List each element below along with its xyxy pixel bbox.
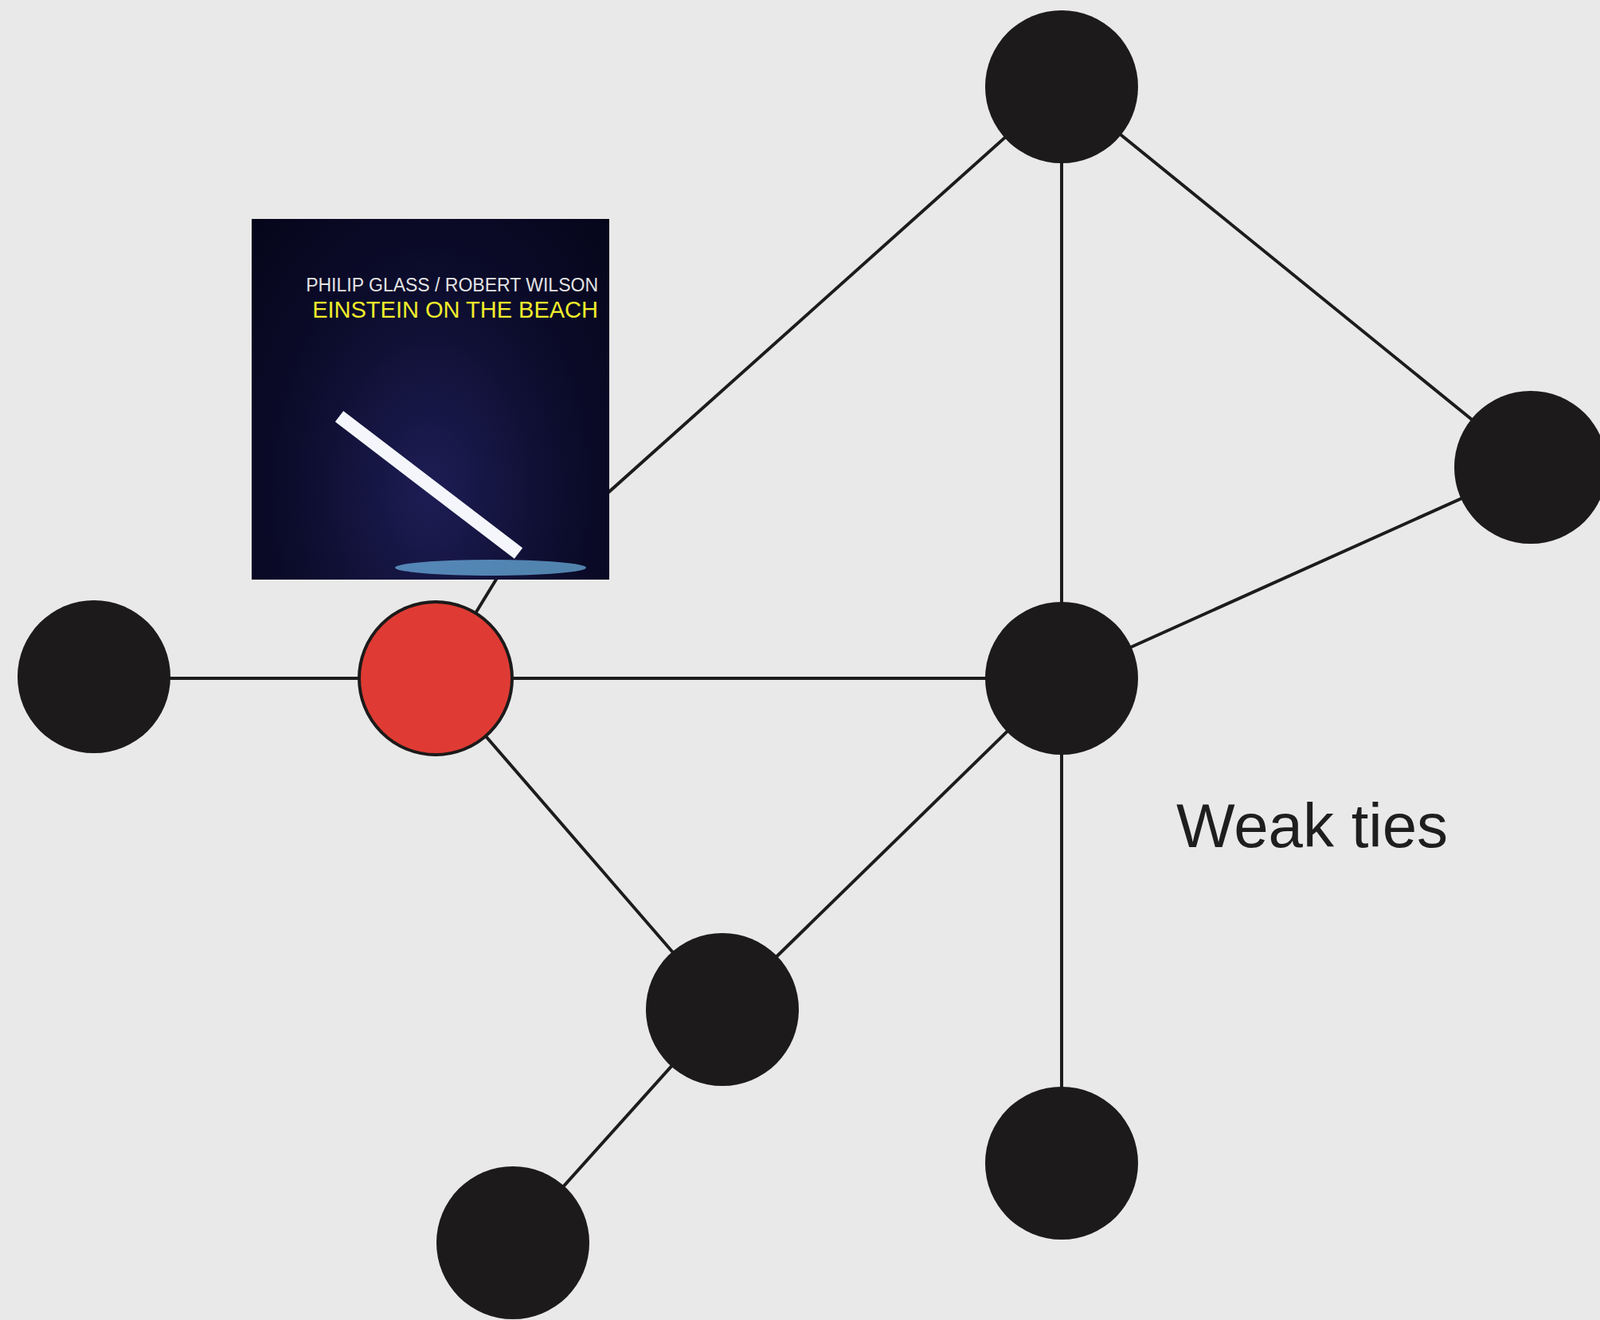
network-links (93, 86, 1531, 1244)
network-circle (985, 602, 1139, 756)
slide-heading: Weak ties (1176, 790, 1448, 863)
highlighted-circle (359, 602, 513, 756)
network-circle (436, 1166, 590, 1320)
network-circle (645, 933, 799, 1087)
network-circles (17, 10, 1600, 1320)
network-circle (985, 1087, 1139, 1241)
link (435, 676, 1062, 681)
light-glow (395, 559, 587, 576)
link (589, 86, 1062, 510)
link (1061, 86, 1531, 468)
network-circle (985, 10, 1139, 164)
cover-art (251, 219, 610, 580)
light-bar (339, 416, 519, 554)
link (1061, 467, 1531, 679)
network-circle (1454, 391, 1600, 544)
network-circle (17, 600, 171, 754)
cover-text: EINSTEIN ON THE BEACH (262, 297, 599, 324)
album-cover: PHILIP GLASS / ROBERT WILSONEINSTEIN ON … (251, 219, 610, 580)
cover-text: PHILIP GLASS / ROBERT WILSON (262, 274, 599, 296)
link (1060, 86, 1064, 679)
